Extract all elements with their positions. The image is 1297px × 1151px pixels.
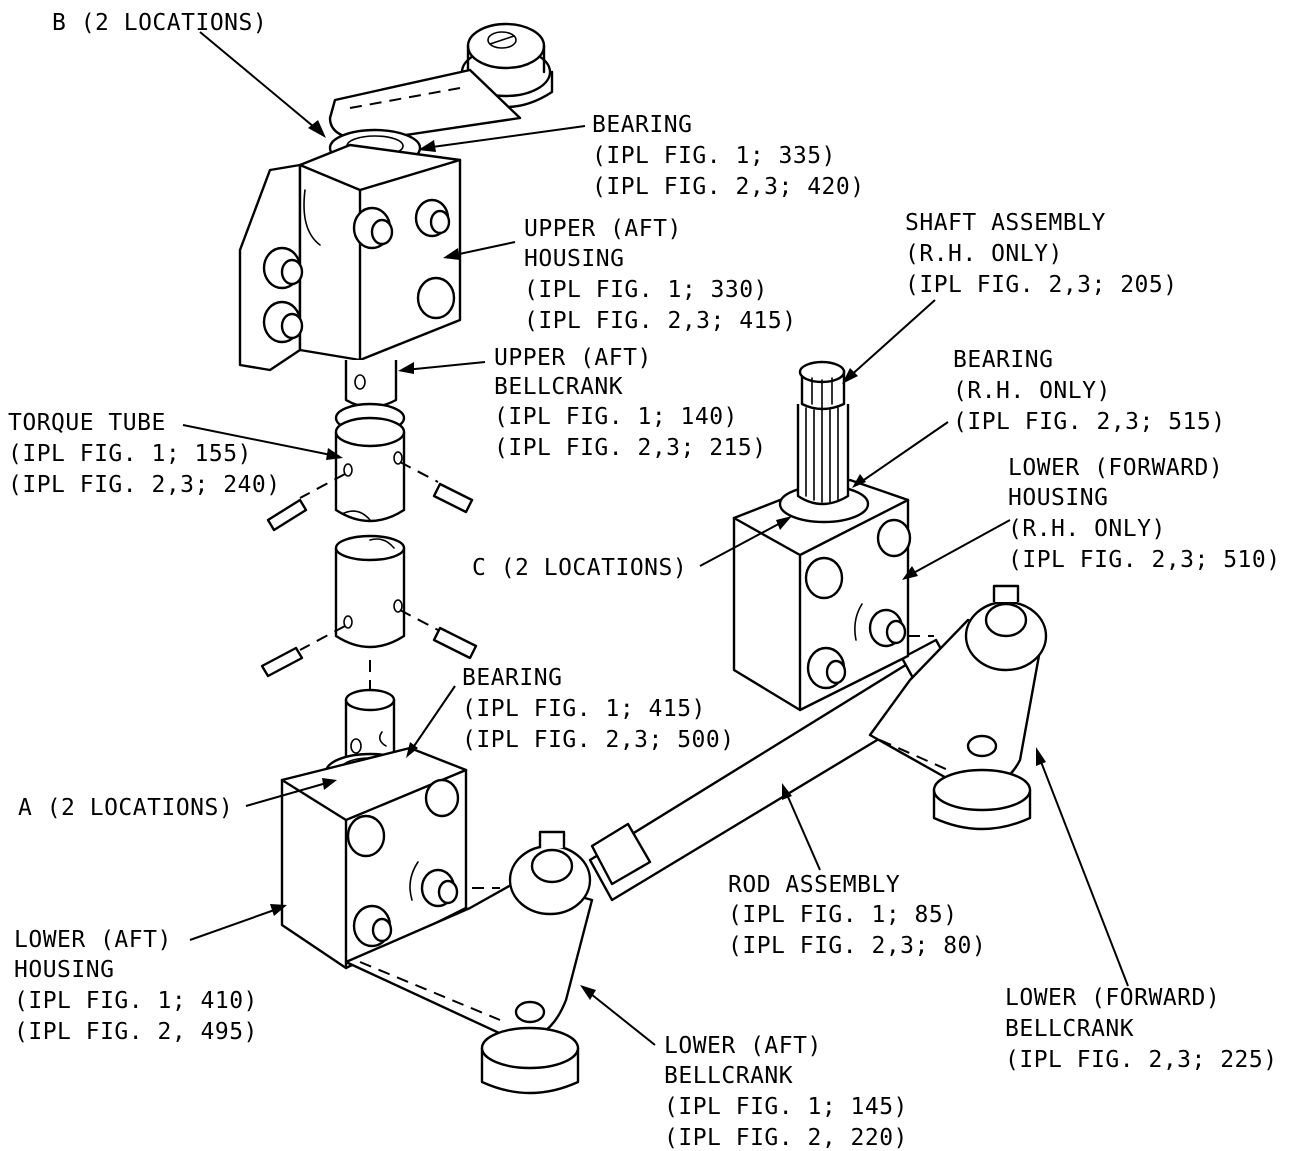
label-upper-aft-housing: UPPER (AFT) HOUSING (IPL FIG. 1; 330) (I… (524, 216, 797, 334)
label-line: (IPL FIG. 2,3; 80) (728, 933, 986, 959)
label-line: SHAFT ASSEMBLY (905, 210, 1106, 236)
upper-housing-block (238, 143, 462, 372)
label-line: BELLCRANK (494, 374, 623, 400)
label-line: (IPL FIG. 1; 330) (524, 277, 768, 303)
label-line: (IPL FIG. 2,3; 510) (1008, 547, 1281, 573)
label-line: LOWER (AFT) (664, 1033, 822, 1059)
label-line: LOWER (FORWARD) (1005, 985, 1220, 1011)
label-line: LOWER (AFT) (14, 927, 172, 953)
label-line: TORQUE TUBE (8, 410, 166, 436)
label-line: (IPL FIG. 2,3; 225) (1005, 1047, 1278, 1073)
label-line: (IPL FIG. 2,3; 415) (524, 308, 797, 334)
label-upper-aft-bellcrank: UPPER (AFT) BELLCRANK (IPL FIG. 1; 140) … (494, 345, 767, 461)
label-line: (IPL FIG. 1; 145) (664, 1094, 908, 1120)
label-line: (IPL FIG. 2,3; 515) (953, 409, 1226, 435)
label-line: (IPL FIG. 1; 415) (462, 696, 706, 722)
label-bearing-rh: BEARING (R.H. ONLY) (IPL FIG. 2,3; 515) (953, 347, 1226, 435)
label-lower-forward-housing: LOWER (FORWARD) HOUSING (R.H. ONLY) (IPL… (1008, 455, 1281, 573)
lower-aft-bellcrank (344, 830, 594, 1095)
label-line: (IPL FIG. 2,3; 205) (905, 272, 1178, 298)
label-line: (IPL FIG. 1; 140) (494, 404, 738, 430)
callout-labels: B (2 LOCATIONS) BEARING (IPL FIG. 1; 335… (8, 10, 1281, 1151)
label-line: HOUSING (1008, 485, 1108, 511)
label-line: (IPL FIG. 2,3; 215) (494, 435, 767, 461)
label-line: BEARING (592, 112, 692, 138)
label-bearing-lower: BEARING (IPL FIG. 1; 415) (IPL FIG. 2,3;… (462, 665, 735, 753)
mechanism-drawing (238, 22, 1048, 1095)
label-line: LOWER (FORWARD) (1008, 455, 1223, 481)
label-line: BEARING (953, 347, 1053, 373)
label-line: BEARING (462, 665, 562, 691)
label-line: UPPER (AFT) (524, 216, 682, 242)
torque-tube-upper (266, 416, 474, 532)
label-line: BELLCRANK (664, 1063, 793, 1089)
label-line: UPPER (AFT) (494, 345, 652, 371)
label-line: (R.H. ONLY) (905, 241, 1063, 267)
lower-aft-housing-block (280, 746, 468, 970)
label-shaft-assembly: SHAFT ASSEMBLY (R.H. ONLY) (IPL FIG. 2,3… (905, 210, 1178, 298)
shaft-assembly-rh (778, 360, 870, 524)
label-lower-aft-bellcrank: LOWER (AFT) BELLCRANK (IPL FIG. 1; 145) … (664, 1033, 908, 1151)
label-line: (IPL FIG. 2,3; 420) (592, 174, 865, 200)
label-torque-tube: TORQUE TUBE (IPL FIG. 1; 155) (IPL FIG. … (8, 410, 281, 498)
label-line: HOUSING (524, 246, 624, 272)
label-line: (IPL FIG. 2, 220) (664, 1125, 908, 1151)
lower-forward-bellcrank (868, 584, 1048, 831)
label-line: (IPL FIG. 1; 335) (592, 143, 836, 169)
label-line: BELLCRANK (1005, 1016, 1134, 1042)
leader-lines (182, 31, 1129, 1046)
label-rod-assembly: ROD ASSEMBLY (IPL FIG. 1; 85) (IPL FIG. … (728, 872, 986, 959)
upper-handle (328, 22, 554, 168)
label-lower-aft-housing: LOWER (AFT) HOUSING (IPL FIG. 1; 410) (I… (14, 927, 258, 1045)
label-line: (R.H. ONLY) (953, 378, 1111, 404)
lower-forward-housing-block (732, 478, 912, 712)
label-line: ROD ASSEMBLY (728, 872, 900, 898)
label-bearing-top: BEARING (IPL FIG. 1; 335) (IPL FIG. 2,3;… (592, 112, 865, 200)
label-c-locations: C (2 LOCATIONS) (472, 555, 687, 581)
label-lower-forward-bellcrank: LOWER (FORWARD) BELLCRANK (IPL FIG. 2,3;… (1005, 985, 1278, 1073)
label-line: (IPL FIG. 1; 410) (14, 988, 258, 1014)
label-a-locations: A (2 LOCATIONS) (18, 795, 233, 821)
label-line: (IPL FIG. 2,3; 500) (462, 727, 735, 753)
label-line: (IPL FIG. 1; 85) (728, 902, 958, 928)
label-line: (IPL FIG. 2, 495) (14, 1019, 258, 1045)
label-line: (IPL FIG. 2,3; 240) (8, 472, 281, 498)
label-line: (IPL FIG. 1; 155) (8, 441, 252, 467)
label-line: HOUSING (14, 957, 114, 983)
label-b-locations: B (2 LOCATIONS) (52, 10, 267, 36)
torque-tube-lower (260, 534, 478, 678)
label-line: (R.H. ONLY) (1008, 516, 1166, 542)
